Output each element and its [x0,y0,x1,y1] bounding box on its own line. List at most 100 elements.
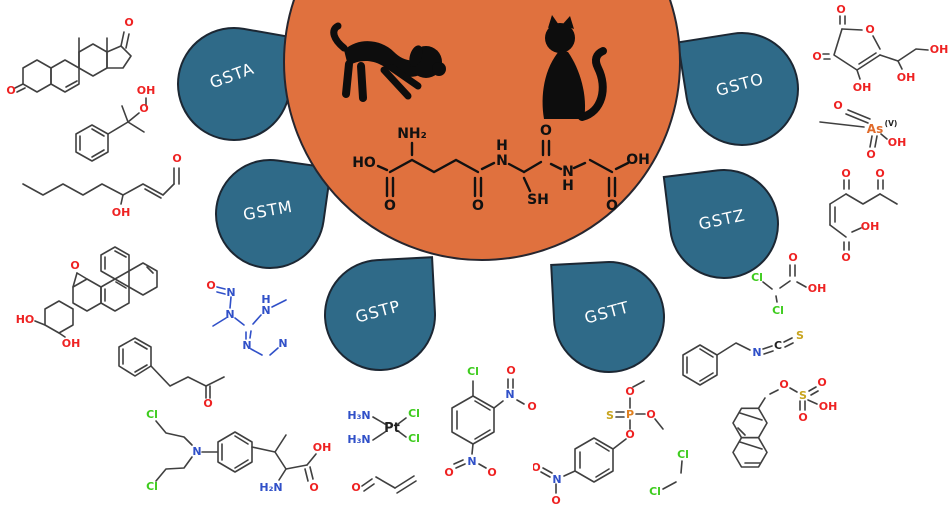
atom-n: N [752,346,761,359]
atom-oh: OH [62,337,81,350]
atom-cl: Cl [772,304,784,317]
atom-o: O [6,84,15,97]
atom-o: O [833,99,842,112]
atom-n: N [505,388,514,401]
atom-oh: OH [112,206,131,219]
atom-o: O [70,259,79,272]
atom-oh: OH [137,86,156,97]
atom-h: H [562,178,574,194]
atom-h: H [496,138,508,154]
molecule-dichloroacetate: Cl Cl O OH [751,251,827,317]
molecule-steroid: O O [6,16,133,97]
atom-o: O [172,152,181,165]
atom-as: As [867,122,883,136]
molecule-maleylacetone: O O OH O [829,167,898,264]
atom-n: N [562,164,574,180]
atom-o: O [206,279,215,292]
molecule-cisplatin: H₃N H₃N Pt Cl Cl [347,407,420,446]
atom-ho: HO [352,155,376,171]
atom-o: O [540,123,552,139]
molecule-methylarsonate: O As (V) OH O [819,99,907,161]
molecule-bpde: O HO OH [16,246,158,350]
atom-h3n: H₃N [347,433,370,446]
atom-oh: OH [808,282,827,295]
atom-o: O [798,411,807,424]
atom-nh2: NH₂ [397,126,427,142]
atom-oh: OH [313,441,332,454]
atom-as-valence: (V) [885,119,898,128]
atom-o: O [444,466,453,479]
atom-cl: Cl [649,485,661,498]
atom-o: O [309,481,318,494]
molecule-melphalan: Cl N Cl H₂N OH O [146,408,332,494]
atom-n: N [242,339,251,352]
atom-o: O [646,408,655,421]
atom-oh: OH [819,400,838,413]
atom-ho: HO [16,313,35,326]
atom-cl: Cl [408,407,420,420]
atom-s: S [799,389,807,402]
atom-o: O [487,466,496,479]
atom-h: H [261,293,270,306]
atom-n: N [496,153,508,169]
atom-oh: OH [897,71,916,84]
molecule-nitrosoguanidine: O N N H N N N [206,279,288,356]
atom-n: N [278,337,287,350]
atom-oh: OH [861,220,880,233]
atom-s: S [606,409,614,422]
atom-cl: Cl [408,432,420,445]
atom-o: O [351,481,360,494]
molecule-cdnb: Cl N O O N O O [444,364,536,479]
atom-o: O [472,198,484,214]
atom-o: O [841,251,850,264]
atom-cl: Cl [751,271,763,284]
atom-o: O [788,251,797,264]
atom-o: O [625,428,634,441]
cat-icon [542,15,607,121]
atom-oh: OH [853,81,872,94]
molecule-benzyl-isothiocyanate: N C S [682,329,804,386]
molecule-naphthylmethyl-sulfate: O S O OH O [732,376,838,468]
atom-oh: OH [626,152,650,168]
atom-n: N [467,455,476,468]
atom-o: O [625,385,634,398]
molecule-methyl-parathion: O S P O O O N O [533,380,664,507]
atom-o: O [817,376,826,389]
atom-o: O [139,102,148,115]
atom-n: N [261,304,270,317]
atom-o: O [779,378,788,391]
molecule-glutathione: HO NH₂ O O N H SH O N H O OH [352,123,650,214]
atom-o: O [203,397,212,408]
atom-o: O [124,16,133,29]
atom-o: O [606,198,618,214]
molecule-benzylacetone: O [118,337,225,408]
molecule-hydroxynonenal: O OH [22,152,182,219]
atom-o: O [865,23,874,36]
atom-cl: Cl [467,365,479,378]
atom-s: S [796,329,804,342]
molecule-dehydroascorbate: O O O OH OH OH [812,3,949,94]
atom-h2n: H₂N [259,481,282,494]
atom-o: O [533,461,541,474]
atom-o: O [841,167,850,180]
atom-o: O [527,400,536,413]
atom-n: N [552,473,561,486]
atom-oh: OH [930,43,949,56]
atom-oh: OH [888,136,907,149]
atom-o: O [836,3,845,16]
atom-o: O [384,198,396,214]
molecule-acrolein: O [351,475,417,494]
atom-o: O [506,364,515,377]
atom-o: O [551,494,560,507]
atom-n: N [192,445,201,458]
atom-n: N [226,286,235,299]
atom-pt: Pt [384,421,400,436]
atom-cl: Cl [677,448,689,461]
dog-icon [330,22,446,102]
atom-o: O [866,148,875,161]
atom-o: O [875,167,884,180]
atom-cl: Cl [146,480,158,493]
molecule-cumene-hydroperoxide: O OH [75,86,156,162]
atom-h3n: H₃N [347,409,370,422]
